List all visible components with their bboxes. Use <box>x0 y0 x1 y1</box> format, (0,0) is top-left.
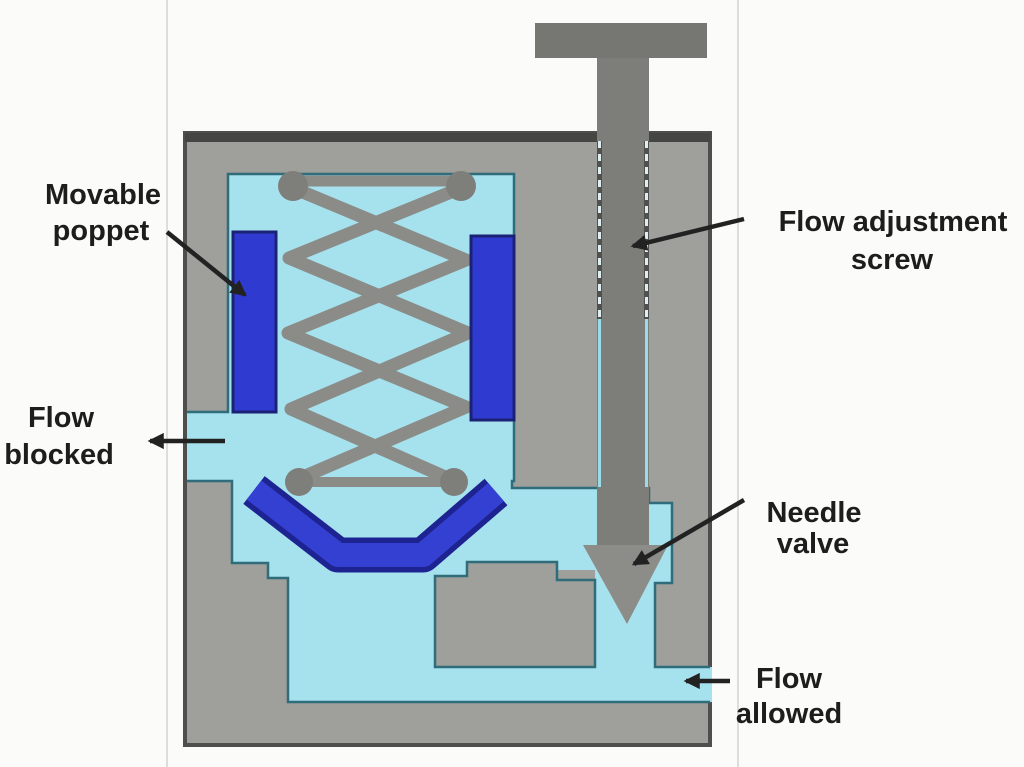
needle-valve-arrow <box>631 498 746 566</box>
poppet-right-bar <box>469 234 516 422</box>
label-flow-adjustment-screw: Flow adjustment screw <box>630 206 1008 276</box>
flow-allowed-label-line1: Flow <box>756 663 822 695</box>
spring-zigzag-b <box>282 181 475 487</box>
left-step-block <box>232 563 288 668</box>
flow-allowed-label-line2: allowed <box>736 698 842 730</box>
passage-outline-lower <box>187 479 710 704</box>
movable-poppet-arrow <box>165 230 247 297</box>
passage-outline-upper <box>187 172 710 669</box>
outlet-channel-fluid <box>288 667 712 702</box>
spring-zigzag-a <box>281 181 473 487</box>
needle-valve-label-line2: valve <box>777 528 850 560</box>
screw-head <box>535 23 707 58</box>
screw-shaft <box>597 58 649 545</box>
flow-adjustment-screw <box>535 23 707 624</box>
flow-blocked-label-line1: Flow <box>28 402 94 434</box>
flow-blocked-port-fluid <box>187 412 513 482</box>
body-steps <box>232 562 595 668</box>
label-flow-blocked: Flow blocked <box>4 402 225 471</box>
poppet-left-bar <box>231 230 278 414</box>
poppet-seat-inner <box>246 480 504 567</box>
spring-knob-top-right <box>446 171 476 201</box>
spring-knob-top-left <box>278 171 308 201</box>
label-needle-valve: Needle valve <box>631 497 862 566</box>
movable-poppet-label-line2: poppet <box>53 215 150 247</box>
spring-knob-bottom-left <box>285 468 313 496</box>
movable-poppet-label-line1: Movable <box>45 179 161 211</box>
poppet-seat <box>243 476 508 573</box>
needle-valve-label-line1: Needle <box>766 497 861 529</box>
flow-adjustment-screw-arrow <box>630 216 745 251</box>
center-island-outline <box>433 560 597 669</box>
flow-adjustment-screw-label-line1: Flow adjustment <box>779 206 1008 238</box>
flow-adjustment-screw-label-line2: screw <box>851 244 934 276</box>
spring-knob-bottom-right <box>440 468 468 496</box>
passage-outlines <box>187 172 710 704</box>
movable-poppet <box>231 230 516 422</box>
flow-blocked-label-line2: blocked <box>4 439 114 471</box>
seat-drop-channel-fluid <box>288 563 435 668</box>
valve-body-top-edge <box>185 133 710 142</box>
label-movable-poppet: Movable poppet <box>45 179 247 297</box>
center-island-block <box>435 562 595 667</box>
spring <box>278 171 476 496</box>
label-flow-allowed: Flow allowed <box>683 663 842 730</box>
